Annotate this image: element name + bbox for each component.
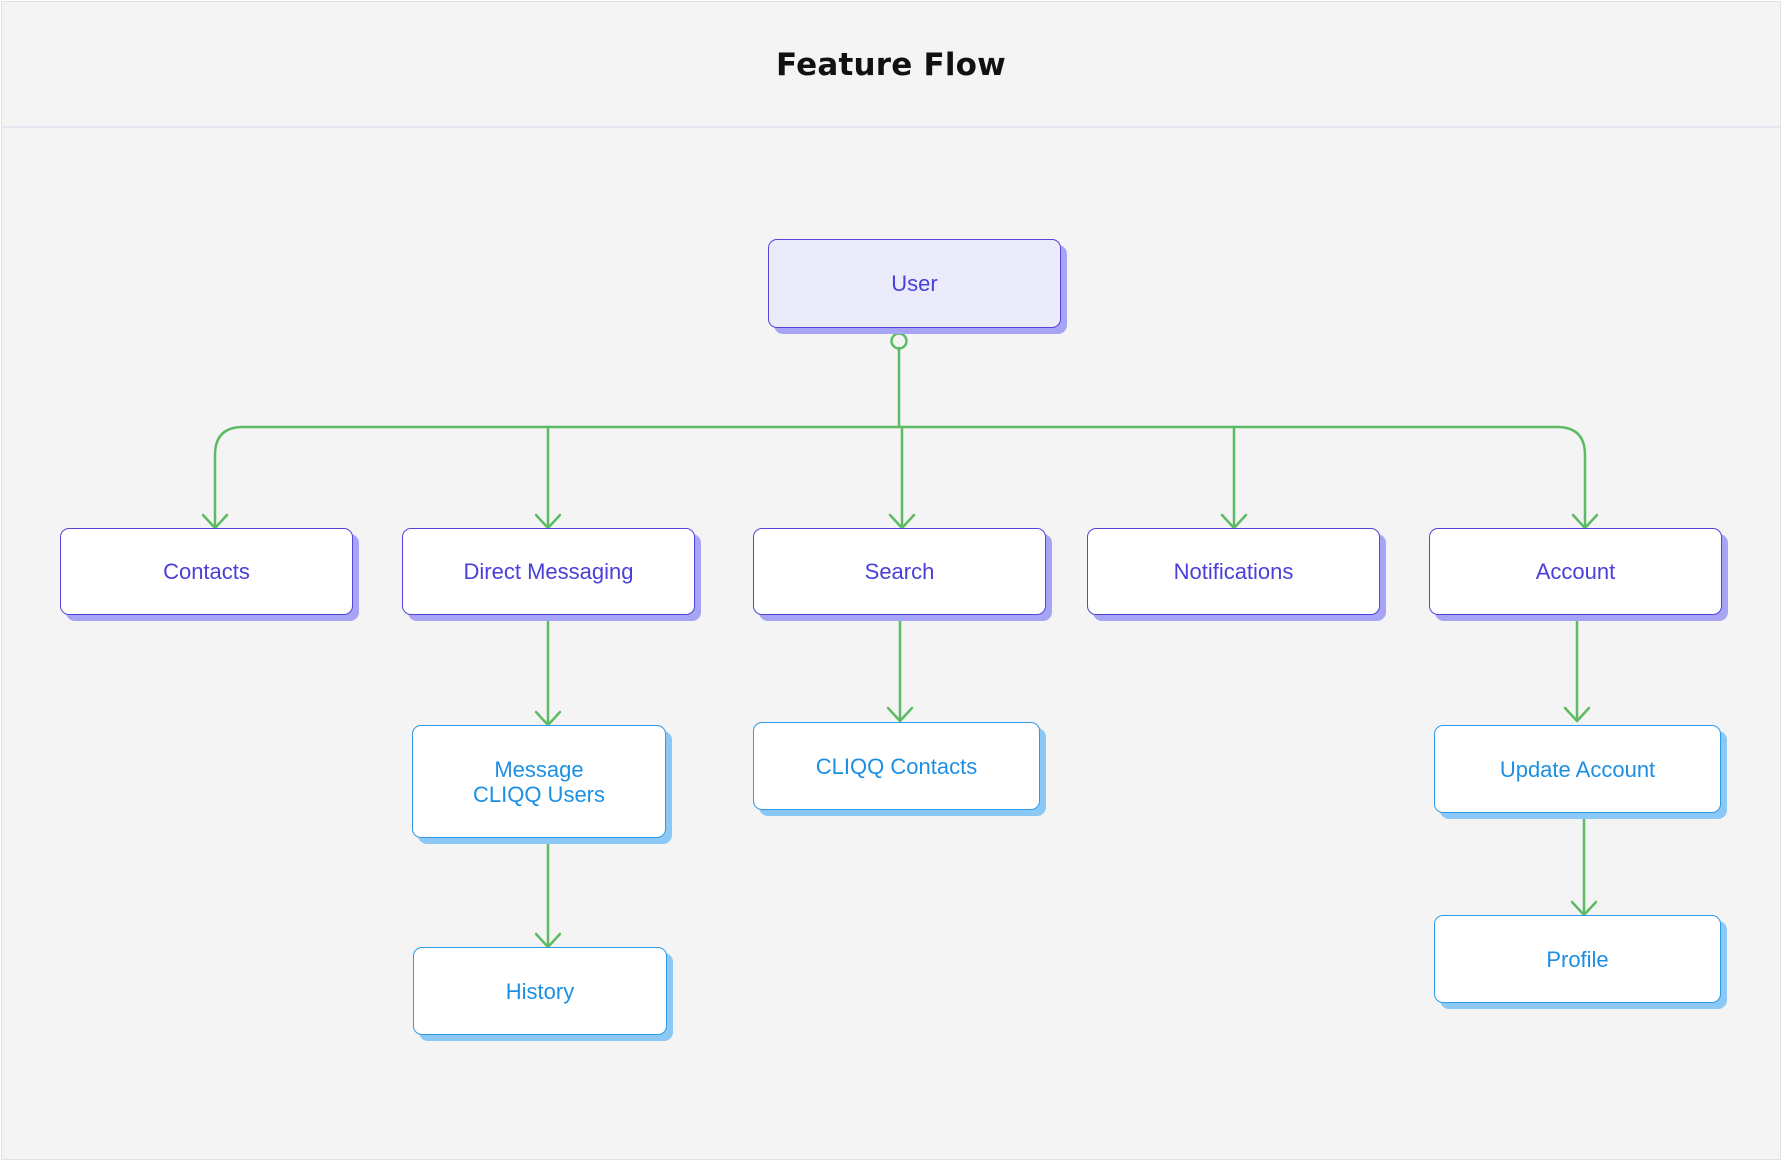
node-history[interactable]: History bbox=[413, 947, 667, 1035]
node-notifications[interactable]: Notifications bbox=[1087, 528, 1380, 615]
connector-bus bbox=[213, 425, 1587, 530]
node-account[interactable]: Account bbox=[1429, 528, 1722, 615]
node-user[interactable]: User bbox=[768, 239, 1061, 328]
diagram-header: Feature Flow bbox=[2, 2, 1780, 128]
node-update-account[interactable]: Update Account bbox=[1434, 725, 1721, 813]
node-profile[interactable]: Profile bbox=[1434, 915, 1721, 1003]
node-search[interactable]: Search bbox=[753, 528, 1046, 615]
arrow-to-update-account bbox=[1563, 706, 1591, 723]
node-cliqq-contacts[interactable]: CLIQQ Contacts bbox=[753, 722, 1040, 810]
arrow-to-cliqq-contacts bbox=[886, 706, 914, 723]
diagram-title: Feature Flow bbox=[776, 47, 1006, 83]
node-contacts[interactable]: Contacts bbox=[60, 528, 353, 615]
connector-origin-marker bbox=[890, 332, 908, 350]
node-direct-messaging[interactable]: Direct Messaging bbox=[402, 528, 695, 615]
node-message-cliqq-users[interactable]: Message CLIQQ Users bbox=[412, 725, 666, 838]
